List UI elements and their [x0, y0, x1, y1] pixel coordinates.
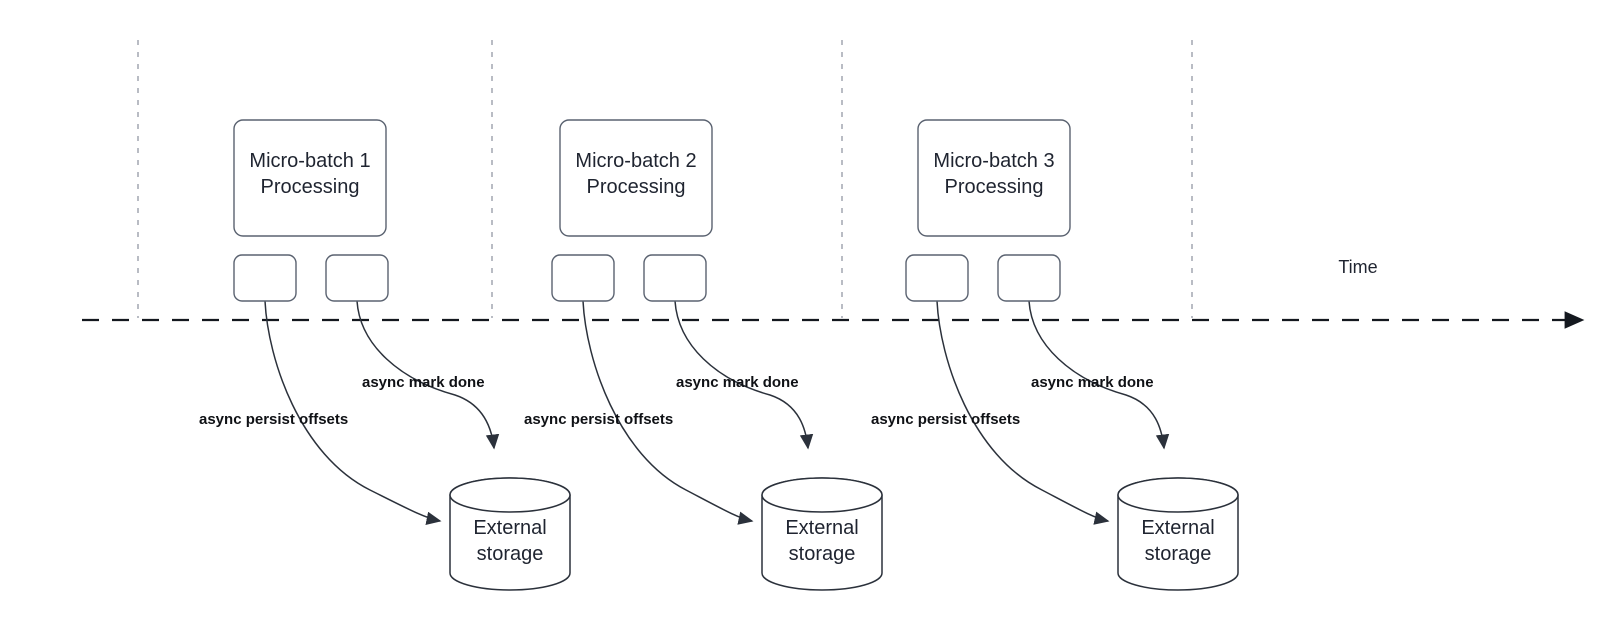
- task-box-mark[interactable]: [997, 254, 1061, 302]
- edge-persist-offsets-label: async persist offsets: [524, 411, 673, 428]
- micro-batch-box[interactable]: [559, 119, 713, 237]
- edge-persist-offsets: [936, 300, 1110, 525]
- micro-batch-groups: async persist offsets async mark done Micr…: [199, 119, 1239, 591]
- micro-batch-box[interactable]: [917, 119, 1071, 237]
- edge-persist-offsets: [264, 300, 442, 525]
- edge-mark-done-label: async mark done: [1031, 374, 1154, 391]
- task-box-mark[interactable]: [643, 254, 707, 302]
- edge-mark-done: [356, 300, 500, 450]
- time-axis-label: Time: [1338, 257, 1377, 277]
- micro-batch-group: async persist offsets async mark done Micr…: [871, 119, 1239, 591]
- task-box-persist[interactable]: [233, 254, 297, 302]
- task-box-mark[interactable]: [325, 254, 389, 302]
- task-box-persist[interactable]: [905, 254, 969, 302]
- task-box-persist[interactable]: [551, 254, 615, 302]
- edge-mark-done: [674, 300, 814, 450]
- edge-persist-offsets: [582, 300, 754, 525]
- edge-mark-done-label: async mark done: [676, 374, 799, 391]
- edge-mark-done: [1028, 300, 1170, 450]
- cylinder-top-ellipse: [449, 477, 571, 513]
- cylinder-top-ellipse: [761, 477, 883, 513]
- micro-batch-group: async persist offsets async mark done Micr…: [199, 119, 571, 591]
- micro-batch-box[interactable]: [233, 119, 387, 237]
- edge-persist-offsets-label: async persist offsets: [871, 411, 1020, 428]
- micro-batch-group: async persist offsets async mark done Micr…: [524, 119, 883, 591]
- divider-group: [137, 40, 1193, 318]
- edge-mark-done-label: async mark done: [362, 374, 485, 391]
- time-axis: Time: [82, 257, 1585, 329]
- cylinder-top-ellipse: [1117, 477, 1239, 513]
- edge-persist-offsets-label: async persist offsets: [199, 411, 348, 428]
